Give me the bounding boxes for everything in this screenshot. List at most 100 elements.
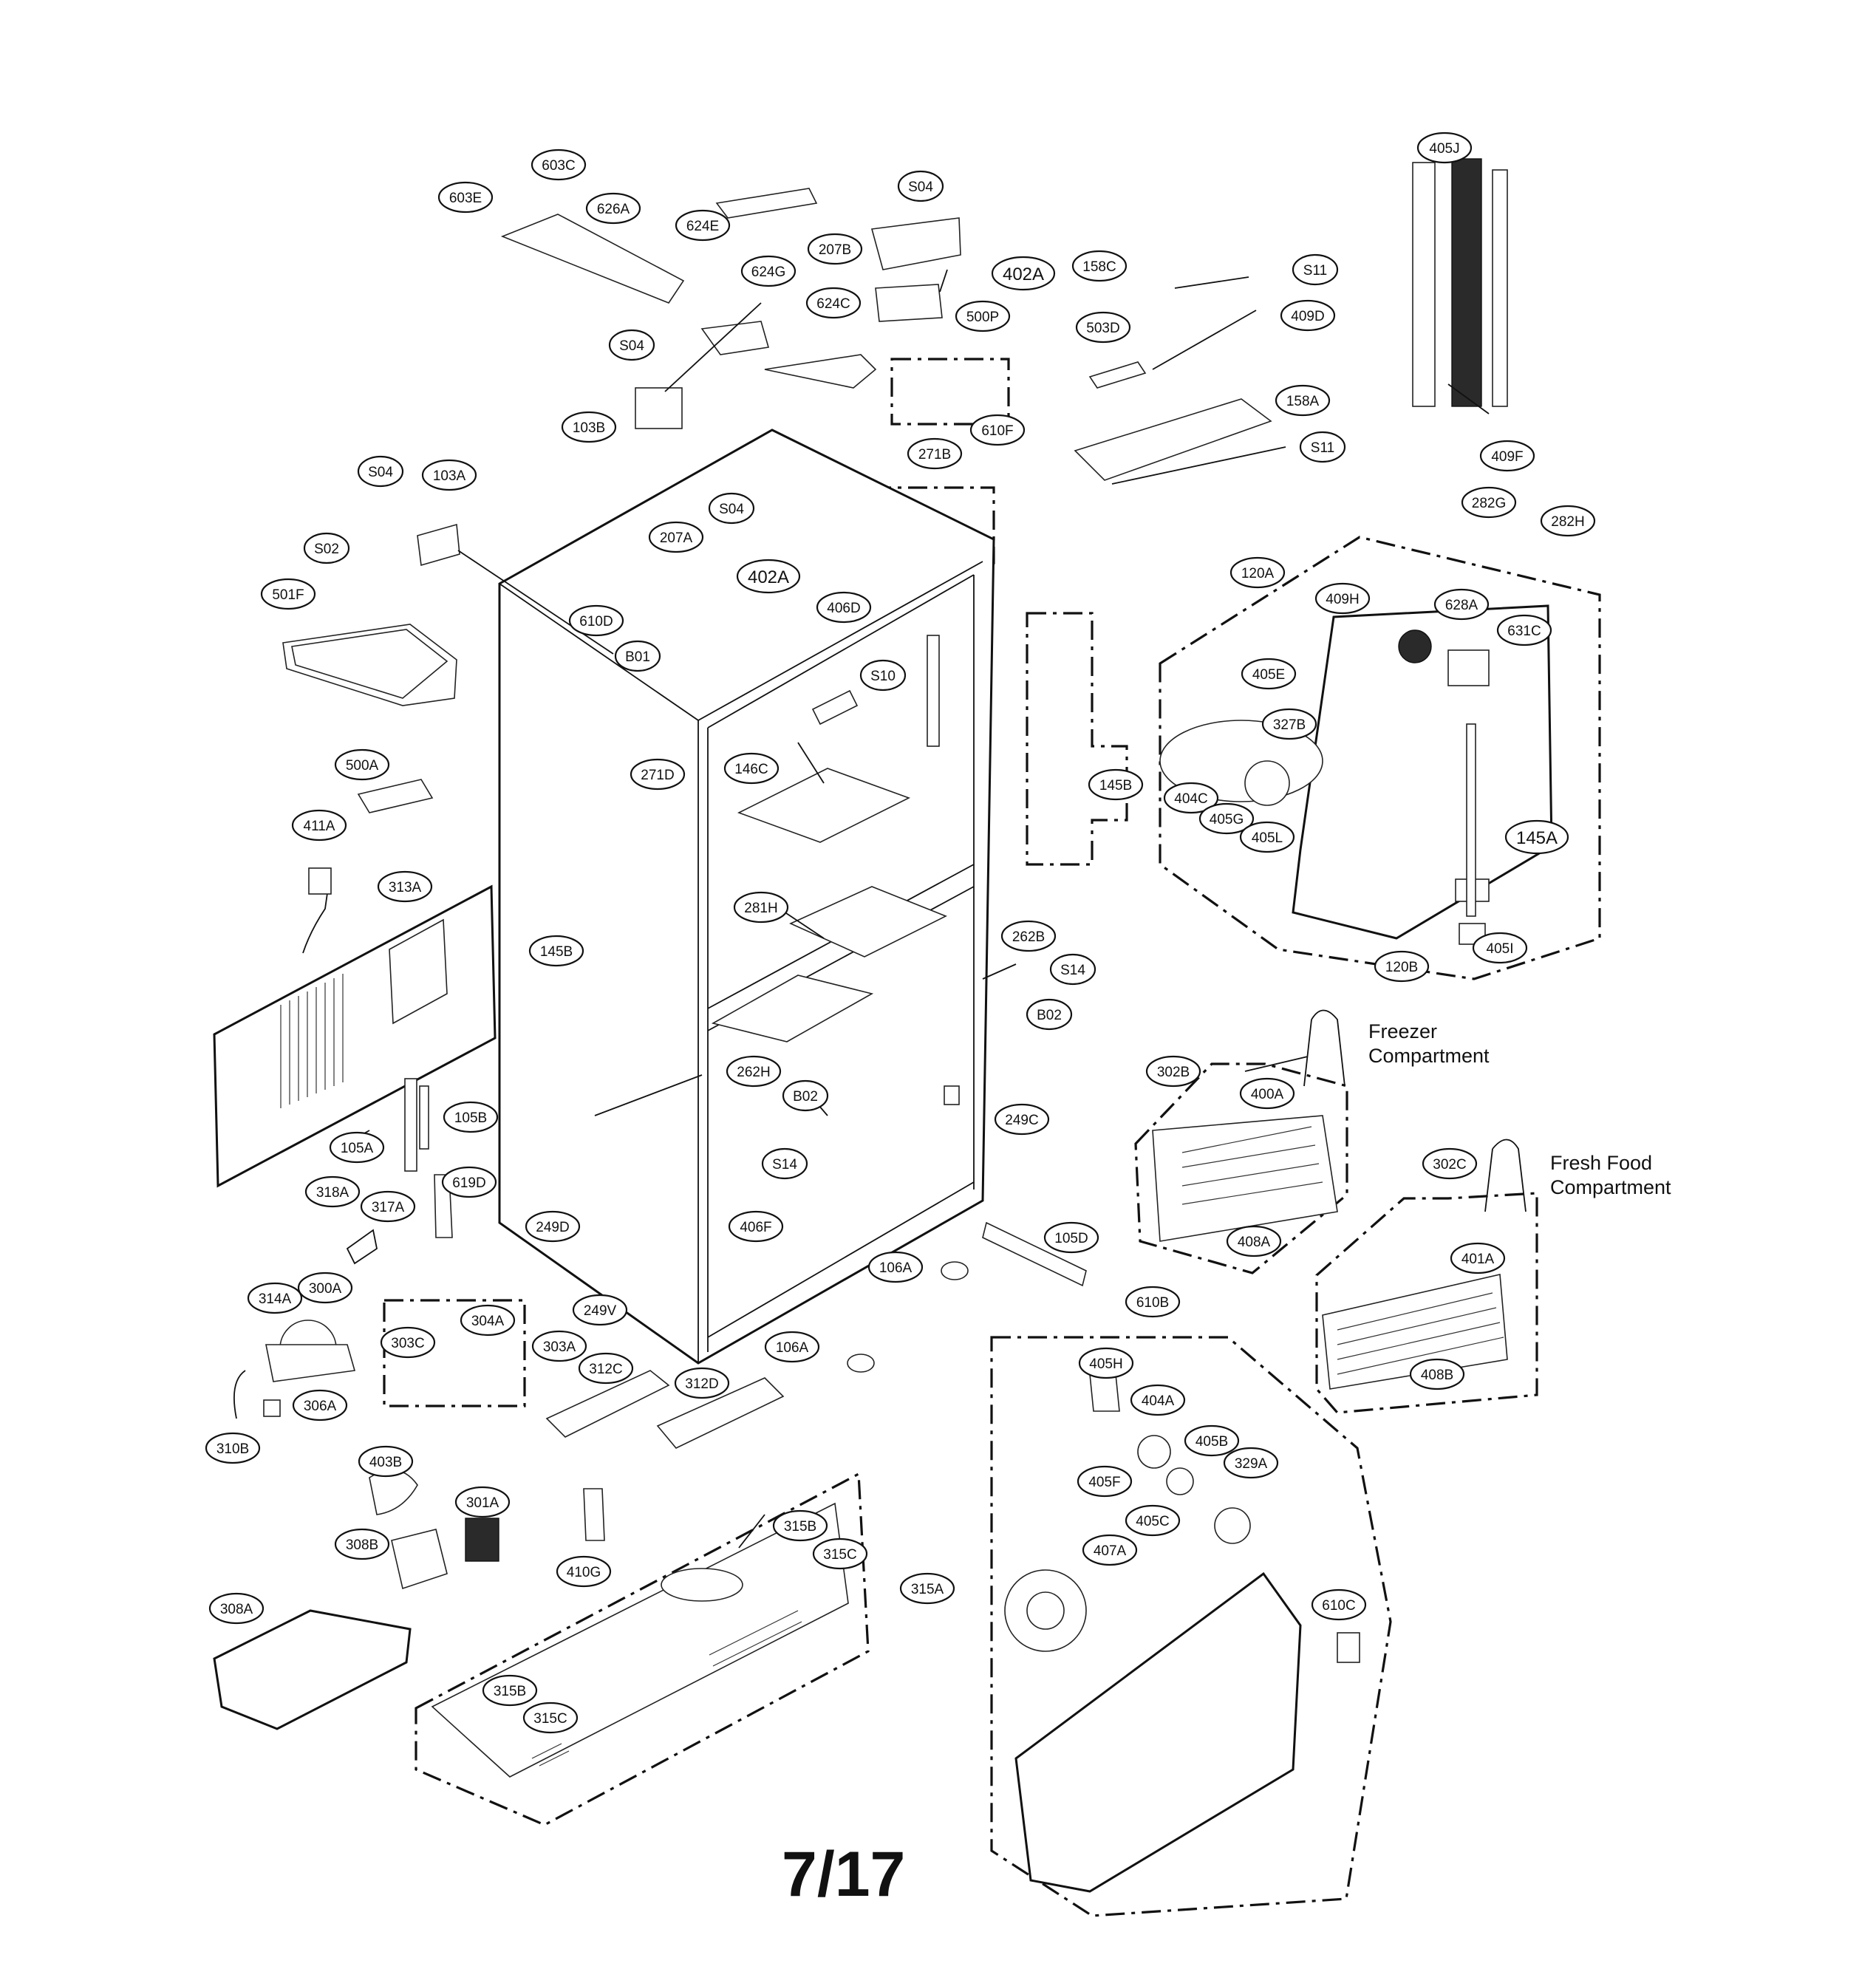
svg-text:S04: S04 <box>619 338 644 354</box>
svg-text:308A: 308A <box>220 1602 253 1617</box>
svg-text:410G: 410G <box>567 1565 601 1580</box>
callout-106A-a: 106A <box>867 1251 924 1283</box>
callout-145B-a: 145B <box>1088 768 1144 801</box>
svg-text:409F: 409F <box>1491 449 1523 465</box>
callout-315C-b: 315C <box>522 1702 579 1734</box>
callout-407A: 407A <box>1082 1534 1138 1566</box>
callout-315B-b: 315B <box>482 1674 538 1707</box>
callout-610B: 610B <box>1125 1286 1181 1318</box>
callout-145A: 145A <box>1504 819 1569 855</box>
callout-282G: 282G <box>1461 486 1517 519</box>
svg-text:405I: 405I <box>1487 941 1514 957</box>
callout-603C: 603C <box>531 149 587 181</box>
svg-text:103B: 103B <box>573 420 605 436</box>
svg-text:304A: 304A <box>471 1314 505 1329</box>
svg-text:158A: 158A <box>1286 394 1320 409</box>
callout-409H: 409H <box>1314 582 1371 615</box>
callout-303A: 303A <box>531 1330 587 1362</box>
evaporators <box>1152 1009 1527 1390</box>
svg-text:306A: 306A <box>304 1399 337 1414</box>
callout-312D: 312D <box>674 1367 730 1399</box>
svg-text:S14: S14 <box>1060 963 1085 978</box>
svg-text:301A: 301A <box>466 1495 499 1511</box>
svg-text:405H: 405H <box>1089 1356 1122 1372</box>
svg-text:610D: 610D <box>579 614 613 629</box>
svg-text:S11: S11 <box>1303 263 1327 279</box>
page-number: 7/17 <box>782 1839 906 1910</box>
callout-S02: S02 <box>303 532 350 564</box>
callout-302B: 302B <box>1145 1055 1201 1088</box>
callout-S04-d: S04 <box>708 492 755 525</box>
callout-271D: 271D <box>630 758 686 791</box>
callout-619D: 619D <box>441 1166 497 1198</box>
callout-409D: 409D <box>1280 299 1336 332</box>
svg-text:303A: 303A <box>543 1339 576 1355</box>
svg-text:314A: 314A <box>259 1291 292 1307</box>
callout-411A: 411A <box>291 809 347 842</box>
svg-text:S10: S10 <box>870 669 896 684</box>
callout-626A: 626A <box>585 192 641 225</box>
callout-410G: 410G <box>556 1555 612 1588</box>
svg-text:103A: 103A <box>433 468 466 484</box>
back-panel-313A <box>213 884 497 1188</box>
svg-text:315C: 315C <box>533 1711 567 1727</box>
svg-text:281H: 281H <box>744 901 777 916</box>
callout-B02-a: B02 <box>1026 998 1073 1031</box>
callout-306A: 306A <box>292 1389 348 1421</box>
svg-text:312C: 312C <box>589 1362 622 1377</box>
svg-text:B01: B01 <box>625 649 650 665</box>
callout-207B: 207B <box>807 233 863 265</box>
svg-text:402A: 402A <box>1003 264 1044 284</box>
svg-text:303C: 303C <box>391 1336 424 1351</box>
svg-text:626A: 626A <box>597 202 630 217</box>
svg-text:313A: 313A <box>389 880 422 895</box>
svg-text:406F: 406F <box>740 1220 771 1235</box>
svg-text:308B: 308B <box>346 1537 378 1553</box>
svg-text:411A: 411A <box>304 819 335 834</box>
svg-text:405L: 405L <box>1252 830 1283 846</box>
callout-405I: 405I <box>1472 932 1528 964</box>
svg-text:500A: 500A <box>346 758 379 774</box>
callout-B02-b: B02 <box>782 1079 829 1112</box>
svg-text:405B: 405B <box>1195 1434 1228 1450</box>
callout-408B: 408B <box>1409 1358 1465 1390</box>
svg-text:402A: 402A <box>748 567 789 587</box>
svg-text:501F: 501F <box>272 587 304 603</box>
callout-404A: 404A <box>1130 1384 1186 1416</box>
callout-318A: 318A <box>304 1175 361 1208</box>
svg-text:503D: 503D <box>1086 321 1119 336</box>
svg-text:603C: 603C <box>542 158 575 174</box>
callout-B01: B01 <box>614 640 661 672</box>
svg-text:624G: 624G <box>751 264 785 280</box>
svg-text:282H: 282H <box>1551 514 1584 530</box>
freezer-air-duct <box>1159 604 1553 945</box>
freezer-compartment-label: Freezer Compartment <box>1368 1020 1490 1067</box>
svg-text:405E: 405E <box>1252 667 1285 683</box>
svg-text:408A: 408A <box>1238 1235 1271 1250</box>
svg-text:318A: 318A <box>316 1185 349 1201</box>
callout-327B: 327B <box>1261 708 1317 740</box>
callout-624E: 624E <box>675 209 731 242</box>
callout-304A: 304A <box>460 1304 516 1337</box>
svg-text:624C: 624C <box>816 296 850 312</box>
callout-281H: 281H <box>733 891 789 924</box>
svg-text:302B: 302B <box>1157 1065 1190 1080</box>
callout-105B: 105B <box>443 1101 499 1133</box>
door-bins <box>545 1221 1087 1449</box>
svg-text:312D: 312D <box>685 1376 718 1392</box>
svg-text:404C: 404C <box>1174 791 1207 807</box>
callout-145B-b: 145B <box>528 935 584 967</box>
callout-406F: 406F <box>728 1210 784 1243</box>
callout-282H: 282H <box>1540 505 1596 537</box>
callout-401A: 401A <box>1450 1242 1506 1274</box>
callout-403B: 403B <box>358 1445 414 1478</box>
svg-text:407A: 407A <box>1094 1543 1127 1559</box>
svg-text:610B: 610B <box>1136 1295 1169 1311</box>
callout-S04-a: S04 <box>897 170 944 202</box>
svg-text:300A: 300A <box>309 1281 342 1297</box>
svg-text:S14: S14 <box>772 1157 797 1173</box>
callout-S11-b: S11 <box>1299 431 1346 463</box>
callout-500A: 500A <box>334 748 390 781</box>
callout-405C: 405C <box>1125 1504 1181 1537</box>
svg-text:403B: 403B <box>369 1455 402 1470</box>
